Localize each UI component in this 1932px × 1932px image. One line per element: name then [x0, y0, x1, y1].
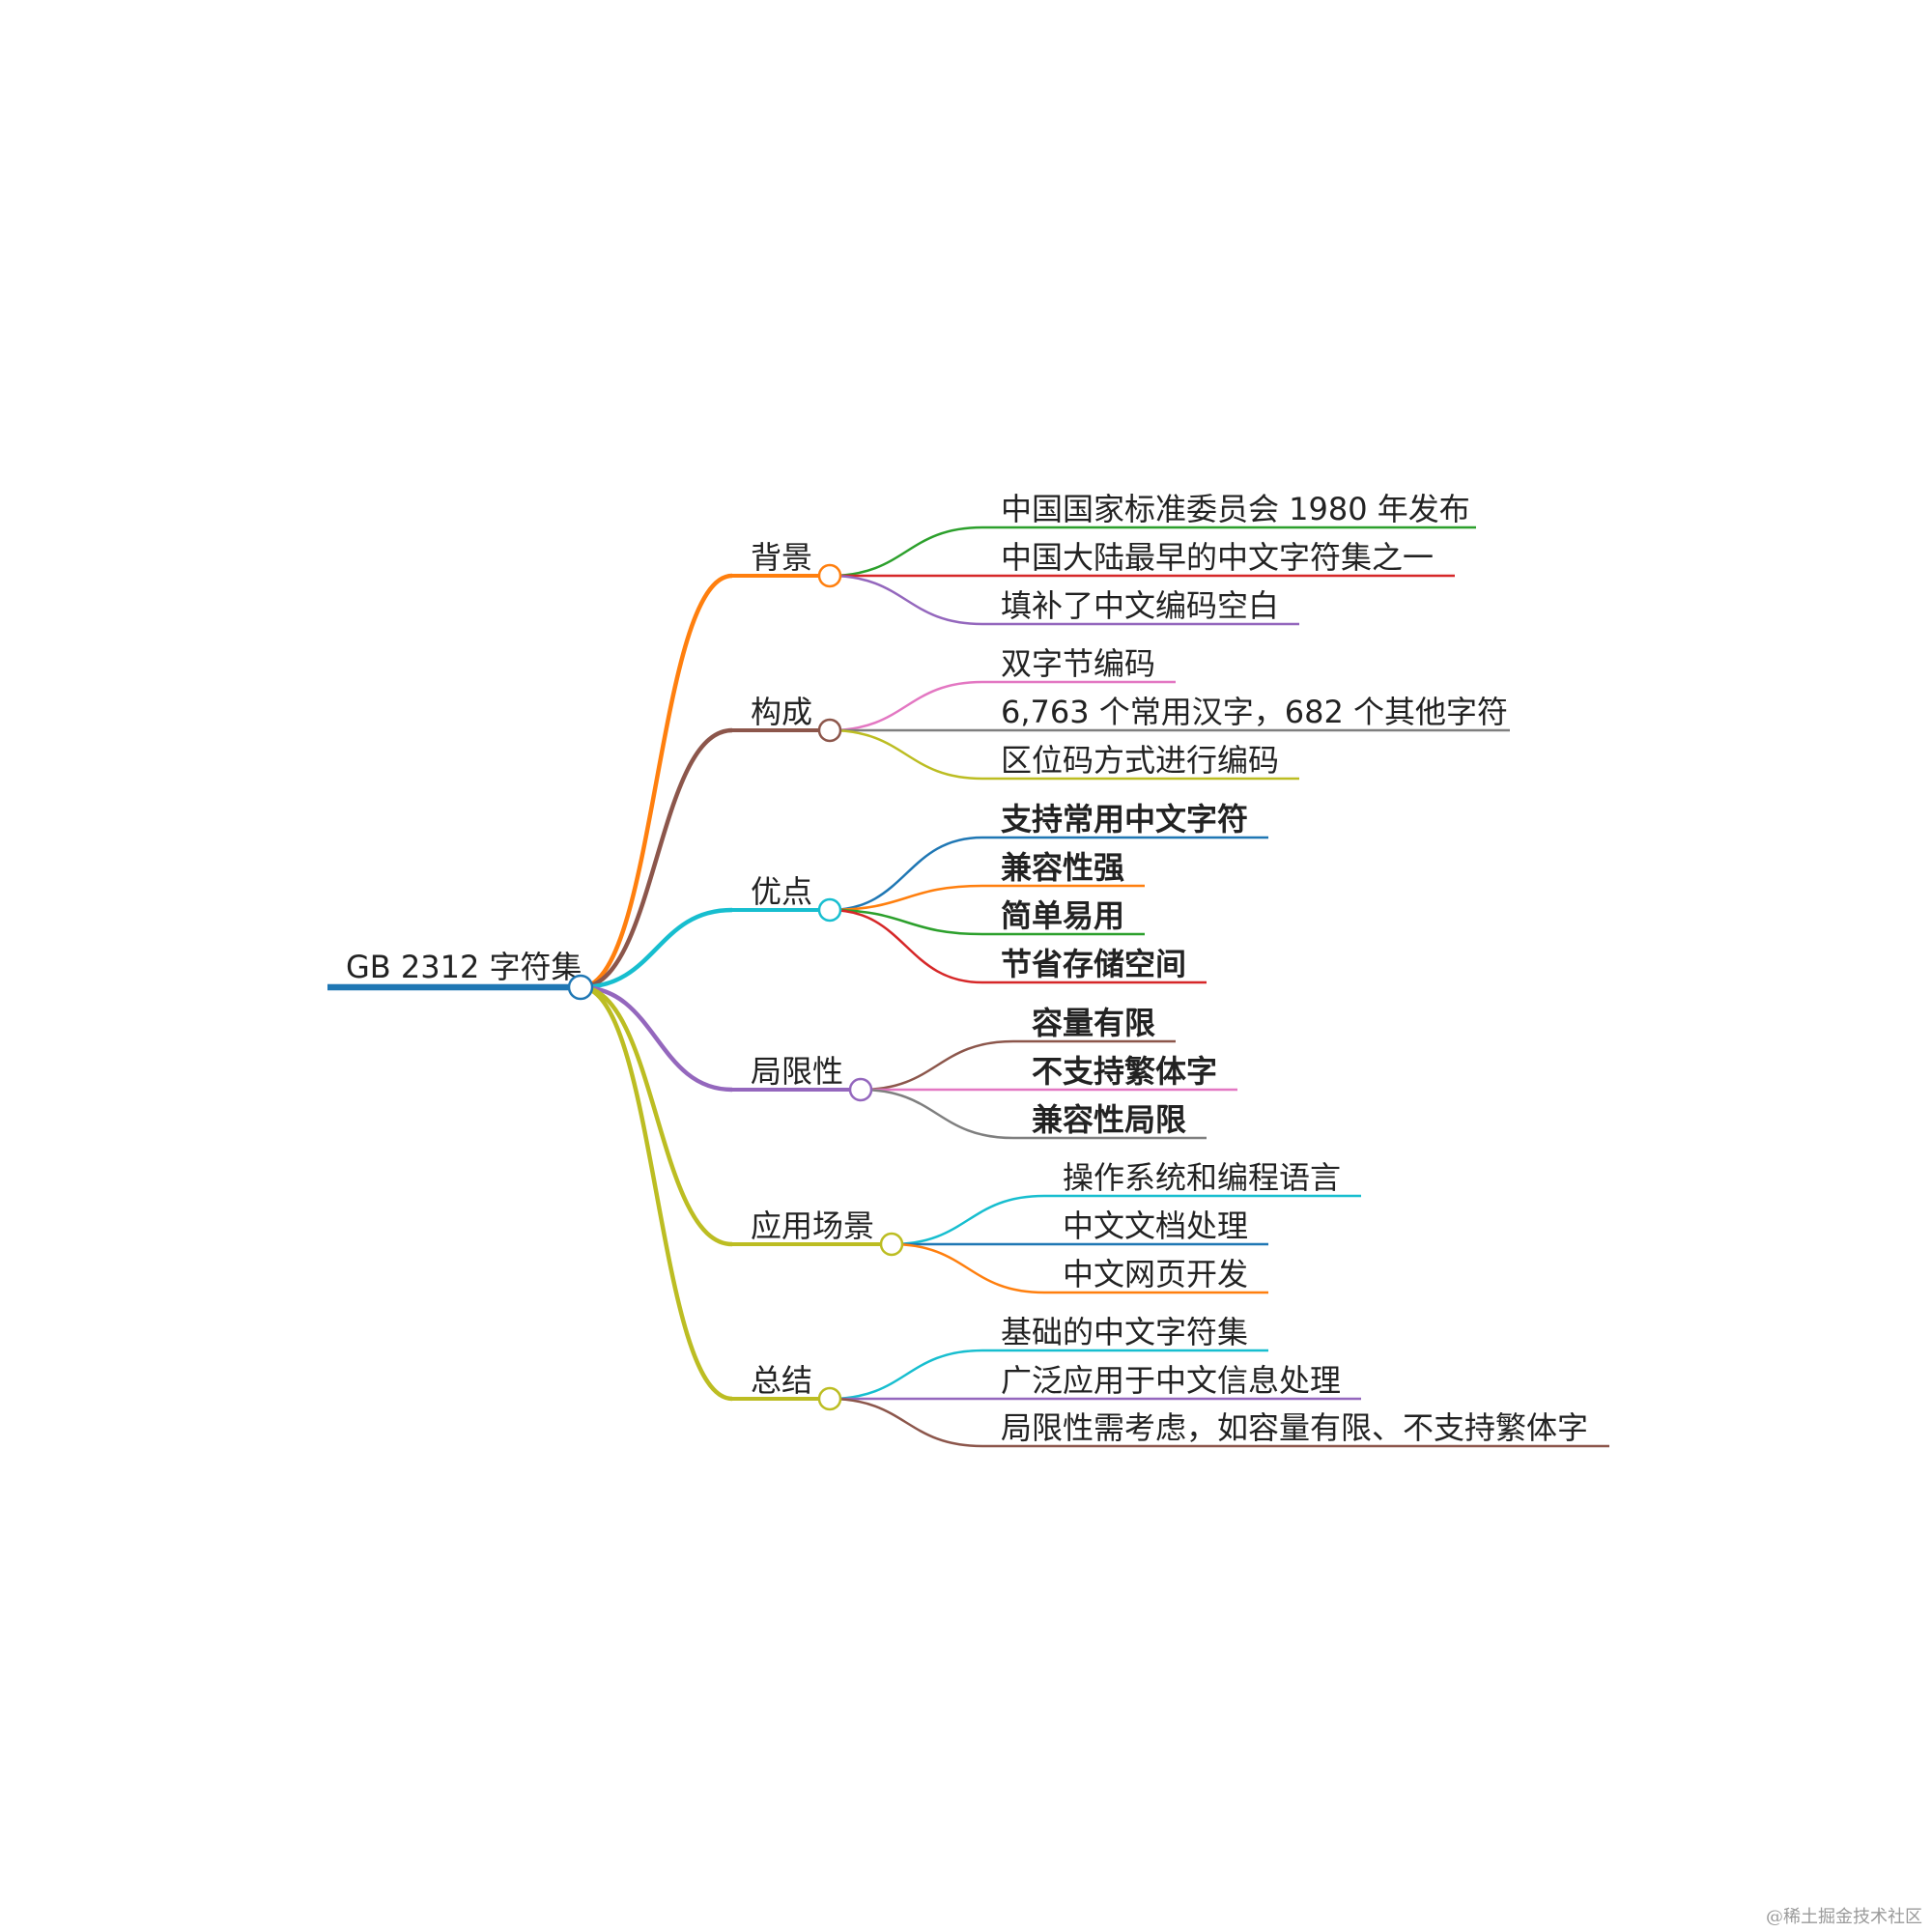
link-limitations-3 — [860, 1088, 1014, 1140]
node-underlines — [327, 526, 1609, 1448]
branch-label-background: 背景 — [751, 539, 812, 576]
fold-toggle-applications[interactable] — [879, 1232, 904, 1257]
branch-label-applications: 应用场景 — [751, 1208, 874, 1244]
link-root-to-applications — [580, 984, 733, 1247]
link-background-1 — [829, 526, 983, 578]
fold-toggles — [567, 563, 904, 1411]
branch-label-advantages: 优点 — [751, 873, 812, 910]
link-composition-1 — [829, 680, 983, 732]
leaf-label-summary-3: 局限性需考虑，如容量有限、不支持繁体字 — [1001, 1409, 1588, 1446]
watermark-text: @稀土掘金技术社区 — [1766, 1907, 1922, 1927]
link-summary-1 — [829, 1349, 983, 1401]
leaf-label-composition-2: 6,763 个常用汉字，682 个其他字符 — [1001, 694, 1508, 730]
fold-toggle-limitations[interactable] — [848, 1077, 873, 1102]
link-advantages-3 — [829, 908, 983, 936]
link-root-to-limitations — [580, 984, 733, 1093]
fold-toggle-composition[interactable] — [817, 718, 842, 743]
leaf-label-background-2: 中国大陆最早的中文字符集之一 — [1001, 539, 1434, 576]
leaf-label-applications-1: 操作系统和编程语言 — [1063, 1159, 1341, 1196]
fold-toggle-advantages[interactable] — [817, 897, 842, 923]
leaf-label-limitations-3: 兼容性局限 — [1032, 1101, 1186, 1138]
link-limitations-1 — [860, 1039, 1014, 1092]
leaf-label-background-1: 中国国家标准委员会 1980 年发布 — [1001, 491, 1470, 527]
fold-toggle-summary[interactable] — [817, 1386, 842, 1411]
link-root-to-background — [580, 573, 733, 990]
leaf-label-summary-1: 基础的中文字符集 — [1001, 1314, 1248, 1350]
fold-toggle-background[interactable] — [817, 563, 842, 588]
link-root-to-composition — [580, 727, 733, 990]
leaf-label-composition-1: 双字节编码 — [1001, 645, 1155, 682]
leaf-label-limitations-2: 不支持繁体字 — [1032, 1053, 1217, 1090]
link-background-3 — [829, 574, 983, 626]
branch-label-limitations: 局限性 — [751, 1053, 843, 1090]
leaf-label-applications-3: 中文网页开发 — [1063, 1256, 1248, 1293]
branch-label-summary: 总结 — [751, 1362, 812, 1399]
leaf-label-limitations-1: 容量有限 — [1032, 1005, 1155, 1041]
leaf-label-advantages-2: 兼容性强 — [1001, 849, 1124, 886]
link-advantages-2 — [829, 884, 983, 912]
link-summary-3 — [829, 1397, 983, 1448]
leaf-label-advantages-3: 简单易用 — [1001, 897, 1124, 934]
root-label: GB 2312 字符集 — [346, 949, 582, 985]
leaf-label-summary-2: 广泛应用于中文信息处理 — [1001, 1362, 1341, 1399]
link-composition-3 — [829, 728, 983, 781]
links — [580, 526, 1045, 1448]
link-root-to-advantages — [580, 907, 733, 990]
leaf-label-advantages-4: 节省存储空间 — [1001, 946, 1186, 982]
link-applications-1 — [891, 1194, 1045, 1246]
node-labels: GB 2312 字符集 背景 构成 优点 局限性 应用场景 总结 中国国家标准委… — [346, 491, 1588, 1446]
leaf-label-composition-3: 区位码方式进行编码 — [1001, 742, 1279, 779]
leaf-label-applications-2: 中文文档处理 — [1063, 1208, 1248, 1244]
branch-label-composition: 构成 — [751, 694, 812, 730]
link-applications-3 — [891, 1242, 1045, 1294]
fold-toggle-root[interactable] — [567, 974, 594, 1001]
leaf-label-advantages-1: 支持常用中文字符 — [1001, 801, 1248, 838]
link-advantages-1 — [829, 836, 983, 912]
leaf-label-background-3: 填补了中文编码空白 — [1001, 587, 1279, 624]
link-advantages-4 — [829, 908, 983, 984]
link-root-to-summary — [580, 984, 733, 1402]
